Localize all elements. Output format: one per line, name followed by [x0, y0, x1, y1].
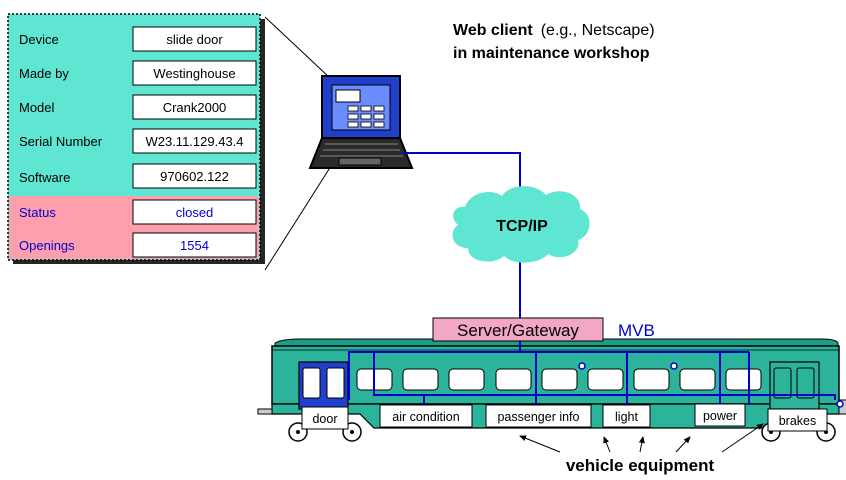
bus-end-node: [836, 400, 844, 408]
mvb-bus: [348, 340, 836, 405]
equipment-box-air-condition: [379, 404, 473, 428]
equipment-box-light: [602, 404, 651, 428]
web-client-note: (e.g., Netscape): [541, 22, 655, 39]
car-roof: [274, 338, 839, 347]
field-value-device: slide door: [166, 32, 223, 47]
laptop-icon: [308, 75, 414, 169]
field-label-device: Device: [19, 32, 59, 47]
left-coupler: [257, 408, 273, 415]
arrow-to-brakes: [721, 423, 764, 453]
arrow-to-passenger-info: [519, 435, 561, 453]
laptop-touchpad: [338, 157, 382, 166]
field-label-openings: Openings: [19, 238, 75, 253]
equipment-label-passenger-info: passenger info: [497, 410, 579, 424]
device-info-panel: Device slide door Made by Westinghouse M…: [7, 13, 265, 264]
equipment-box-door: [301, 406, 349, 430]
equipment-box-power: [694, 403, 746, 427]
right-door-window-1: [773, 367, 792, 399]
bus-node: [578, 362, 586, 370]
bus-loop: [373, 352, 836, 400]
field-label-serial-number: Serial Number: [19, 134, 103, 149]
field-box-device: [132, 26, 257, 52]
laptop-screen-window: [335, 89, 361, 103]
field-value-serial-number: W23.11.129.43.4: [145, 134, 243, 149]
field-label-made-by: Made by: [19, 66, 69, 81]
field-label-status: Status: [19, 205, 56, 220]
equipment-box-passenger-info: [485, 404, 592, 428]
laptop-keys: [320, 143, 403, 157]
door-window-1: [302, 367, 321, 399]
field-label-software: Software: [19, 170, 70, 185]
server-gateway-label: Server/Gateway: [457, 321, 579, 340]
mvb-label: MVB: [618, 321, 655, 340]
web-client-title: Web client: [453, 22, 533, 39]
field-box-model: [132, 94, 257, 120]
equipment-label-air-condition: air condition: [392, 410, 459, 424]
field-value-model: Crank2000: [163, 100, 227, 115]
equipment-label-light: light: [615, 410, 638, 424]
laptop-to-network-link: [403, 152, 521, 197]
laptop-screen-buttons: [347, 105, 385, 128]
cloud-label: TCP/IP: [496, 218, 548, 235]
field-box-status: [132, 199, 257, 225]
vehicle-equipment-caption: vehicle equipment: [566, 456, 715, 475]
field-value-software: 970602.122: [160, 169, 229, 184]
equipment-labels: door air condition passenger info light …: [301, 403, 828, 432]
door-window-2: [326, 367, 345, 399]
zoom-line-bottom: [264, 154, 339, 271]
tcp-ip-cloud: TCP/IP: [452, 186, 590, 263]
field-box-made-by: [132, 60, 257, 86]
zoom-line-top: [264, 16, 331, 79]
arrow-to-light: [603, 436, 611, 453]
equipment-arrows: [519, 423, 764, 453]
field-box-openings: [132, 232, 257, 258]
field-value-status: closed: [176, 205, 214, 220]
field-value-made-by: Westinghouse: [153, 66, 235, 81]
bus-node: [670, 362, 678, 370]
web-client-heading: Web client (e.g., Netscape): [453, 22, 655, 39]
field-box-software: [132, 163, 257, 189]
car-windows: [356, 368, 762, 391]
arrow-to-light-2: [638, 436, 645, 453]
laptop-keyboard-base: [308, 137, 414, 169]
field-box-serial-number: [132, 128, 257, 154]
equipment-label-door: door: [312, 412, 337, 426]
right-door-window-2: [796, 367, 815, 399]
equipment-label-power: power: [703, 409, 737, 423]
bus-to-door: [348, 340, 521, 400]
field-value-openings: 1554: [180, 238, 209, 253]
web-client-subtitle: in maintenance workshop: [453, 45, 650, 62]
server-gateway-box: [432, 317, 604, 342]
field-label-model: Model: [19, 100, 55, 115]
cloud-shape: [452, 186, 590, 263]
arrow-to-power: [675, 436, 691, 453]
equipment-label-brakes: brakes: [779, 414, 817, 428]
equipment-box-brakes: [767, 408, 828, 432]
